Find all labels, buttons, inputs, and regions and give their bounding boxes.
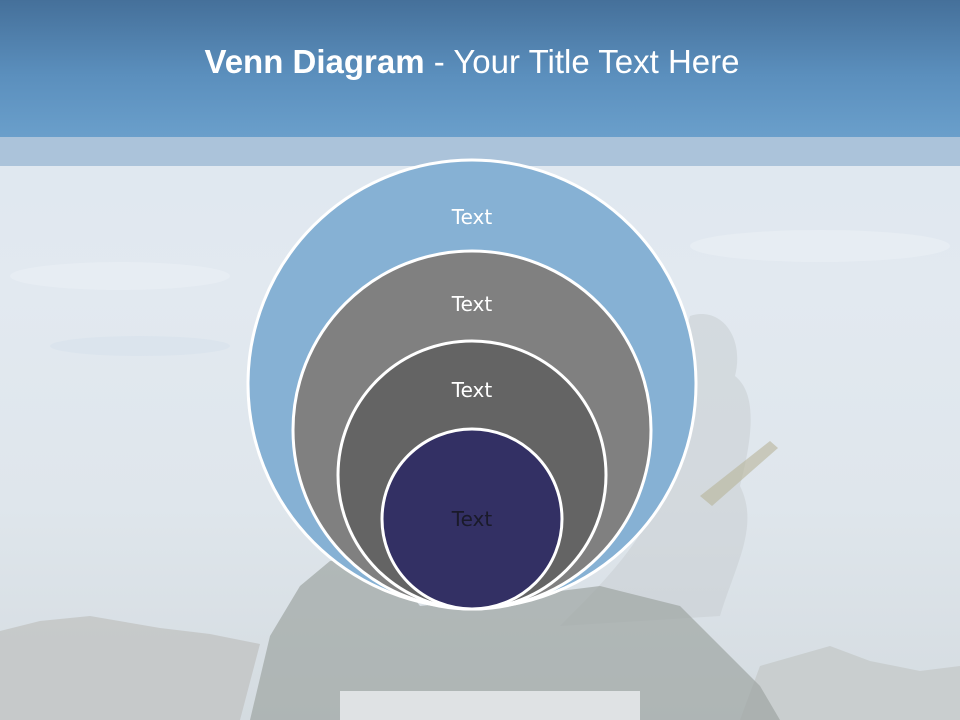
title-banner (0, 0, 960, 137)
splash-plume (560, 314, 751, 626)
third-circle-label: Text (451, 378, 493, 402)
machine-arm (700, 441, 778, 506)
slide-title[interactable]: Venn Diagram - Your Title Text Here (0, 42, 944, 82)
cloud-shape (690, 230, 950, 262)
cloud-shape (50, 336, 230, 356)
mountain-right (740, 646, 960, 720)
second-circle-label: Text (451, 292, 493, 316)
water-spray (340, 691, 640, 720)
mountain-left (0, 616, 260, 720)
tree-line (250, 554, 780, 720)
outer-circle-label: Text (451, 205, 493, 229)
background-photo (0, 230, 960, 720)
inner-circle-label: Text (451, 507, 493, 531)
inner-circle[interactable] (380, 427, 564, 611)
title-bold-part: Venn Diagram (204, 43, 425, 80)
cloud-shape (10, 262, 230, 290)
title-regular-part: - Your Title Text Here (424, 43, 740, 80)
